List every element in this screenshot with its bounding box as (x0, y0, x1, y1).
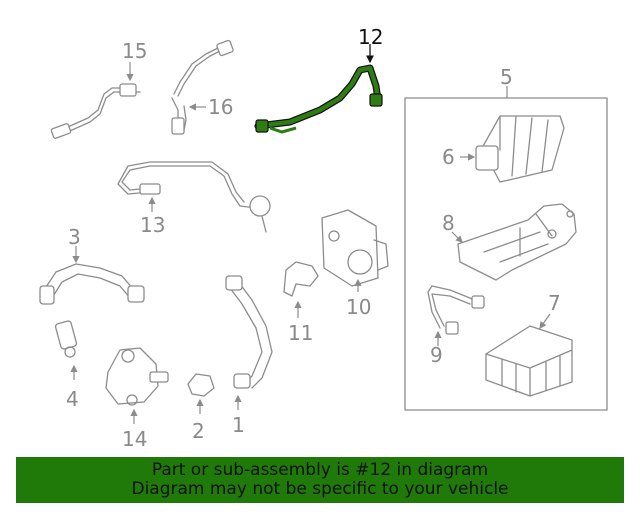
part-11-sensor[interactable] (283, 261, 319, 318)
part-12-hose-highlighted[interactable] (254, 44, 383, 134)
callout-9: 9 (430, 343, 443, 367)
callout-11: 11 (288, 321, 313, 345)
callout-4: 4 (66, 387, 79, 411)
parts-diagram: 15 16 12 5 6 8 (39, 25, 608, 451)
callout-14: 14 (122, 427, 147, 451)
callout-2: 2 (192, 419, 205, 443)
part-13-tube[interactable] (117, 161, 271, 233)
part-6-canister[interactable] (460, 115, 565, 183)
part-9-tube[interactable] (427, 285, 485, 346)
info-banner: Part or sub-assembly is #12 in diagram D… (16, 457, 624, 503)
part-14-valve[interactable] (105, 347, 169, 424)
callout-5: 5 (500, 65, 513, 89)
part-2-connector[interactable] (187, 373, 215, 414)
callout-12: 12 (358, 25, 383, 49)
part-8-bracket[interactable] (451, 203, 577, 281)
callout-15: 15 (122, 39, 147, 63)
callout-13: 13 (140, 213, 165, 237)
part-3-hose[interactable] (39, 246, 145, 305)
part-4-fitting[interactable] (54, 320, 78, 380)
callout-16: 16 (208, 95, 233, 119)
part-1-hose[interactable] (225, 275, 273, 410)
callout-3: 3 (68, 225, 81, 249)
part-5-group-box (404, 97, 608, 411)
callout-10: 10 (346, 295, 371, 319)
part-10-module[interactable] (321, 209, 389, 292)
part-16-sensor[interactable] (171, 39, 234, 135)
callout-7: 7 (548, 291, 561, 315)
callout-6: 6 (442, 145, 455, 169)
part-7-canister[interactable] (485, 313, 573, 397)
part-15-oxygen-sensor[interactable] (50, 62, 141, 139)
callout-1: 1 (232, 413, 245, 437)
callout-8: 8 (442, 211, 455, 235)
banner-line-1: Part or sub-assembly is #12 in diagram (151, 460, 489, 480)
banner-line-2: Diagram may not be specific to your vehi… (131, 479, 509, 499)
